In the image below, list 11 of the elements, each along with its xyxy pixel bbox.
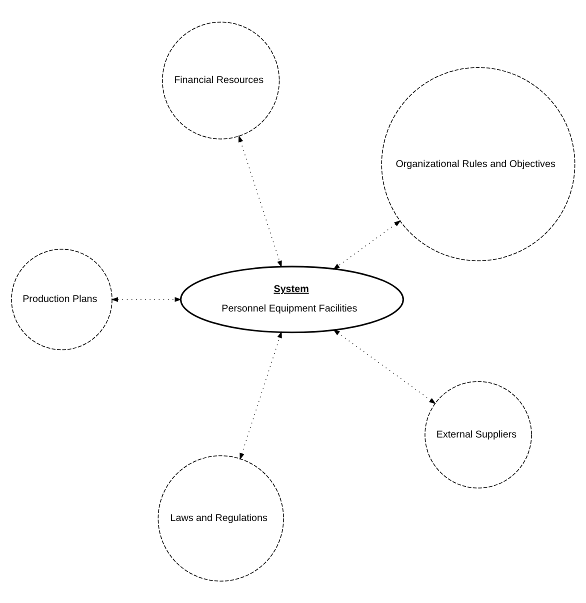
arrow [111, 297, 182, 302]
node-circle: Organizational Rules and Objectives [381, 67, 576, 262]
arrow [238, 135, 282, 268]
node-circle: Production Plans [11, 248, 112, 350]
node-circle: Laws and Regulations [158, 455, 284, 582]
arrow [332, 220, 401, 270]
node-ellipse: System Personnel Equipment Facilities [180, 266, 404, 334]
node-circle: External Suppliers [424, 381, 532, 488]
arrow [240, 331, 282, 460]
arrow [333, 329, 436, 404]
node-circle: Financial Resources [162, 22, 280, 140]
